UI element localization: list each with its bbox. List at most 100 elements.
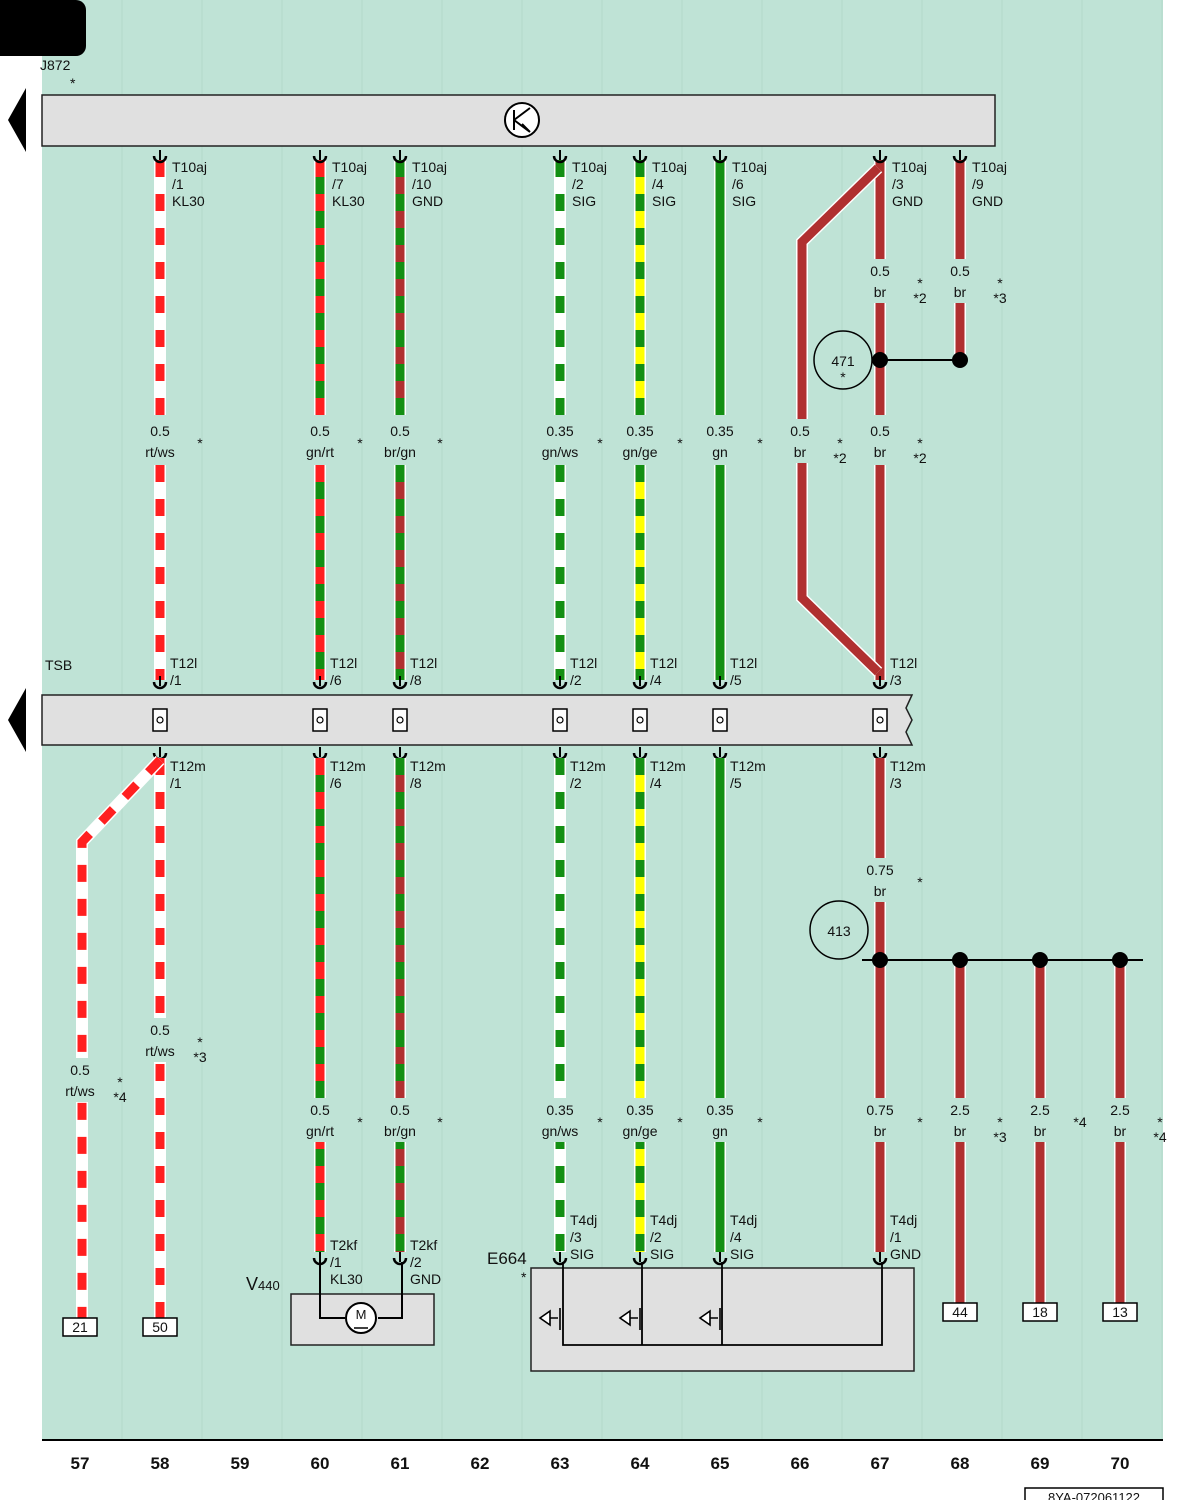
wire-color-label: br xyxy=(874,1123,887,1139)
wire-label-bg xyxy=(940,259,980,303)
wire-color-label: br xyxy=(874,883,887,899)
wire-label-bg xyxy=(936,1098,984,1142)
tsb-pin-label-bottom: T12m/8 xyxy=(410,758,446,791)
wire-label-bg xyxy=(136,1018,184,1062)
wire-color-label: gn/rt xyxy=(306,444,334,460)
wire-size-label: 0.35 xyxy=(546,1102,573,1118)
wire-note: **3 xyxy=(193,1034,206,1065)
ground-point-471-circle xyxy=(813,330,873,390)
connector-pin-top xyxy=(632,155,648,164)
connector-pin-tsb-top xyxy=(312,681,328,690)
wire-note: **3 xyxy=(993,1114,1006,1145)
tsb-fuse-dot xyxy=(316,716,324,724)
tsb-pin-label-bottom: T12m/1 xyxy=(170,758,206,791)
wire-color-label: rt/ws xyxy=(145,444,175,460)
wire-label-bg xyxy=(696,419,744,463)
tsb-pin-label-bottom: T12m/6 xyxy=(330,758,366,791)
wire-note: * xyxy=(757,435,763,451)
diagram-id-box xyxy=(1024,1487,1164,1500)
wire-color-label: br xyxy=(794,444,807,460)
tsb-pin-label-top: T12l/3 xyxy=(890,655,917,688)
terminal-label: 50 xyxy=(152,1319,168,1335)
switch-icon xyxy=(618,1308,641,1330)
column-number: 62 xyxy=(471,1454,490,1473)
wire-size-label: 0.75 xyxy=(866,862,893,878)
wire-label-bg xyxy=(296,419,344,463)
connector-pin-tsb-top xyxy=(632,681,648,690)
column-number: 64 xyxy=(631,1454,650,1473)
wire-label-bg xyxy=(776,419,824,463)
connector-pin-tsb-top xyxy=(712,681,728,690)
wire-size-label: 0.5 xyxy=(870,263,890,279)
wire-label-bg xyxy=(616,1098,664,1142)
wire-size-label: 0.75 xyxy=(866,1102,893,1118)
wire-note: * xyxy=(597,1114,603,1130)
diagram-id: 8YA-072061122 xyxy=(1048,1490,1140,1500)
wire-size-label: 0.35 xyxy=(706,423,733,439)
column-number: 68 xyxy=(951,1454,970,1473)
ground-point-471: 471 xyxy=(831,353,855,369)
v440-wiring xyxy=(319,1262,403,1319)
splice-node xyxy=(1112,952,1128,968)
wire-size-label: 0.35 xyxy=(546,423,573,439)
wire-size-label: 0.35 xyxy=(626,423,653,439)
terminal-box xyxy=(1022,1302,1058,1322)
connector-pin-tsb-top xyxy=(152,681,168,690)
tsb-fuse-dot xyxy=(716,716,724,724)
tsb-fuse-dot xyxy=(396,716,404,724)
wire-label-bg xyxy=(856,1098,904,1142)
wire-size-label: 0.5 xyxy=(790,423,810,439)
e664-label: E664 xyxy=(487,1249,527,1268)
wire-note: * xyxy=(677,435,683,451)
wire-label-bg xyxy=(136,419,184,463)
switch-icon xyxy=(538,1308,561,1330)
wire-note: *4 xyxy=(1073,1114,1086,1130)
wire-note: **4 xyxy=(1153,1114,1166,1145)
tsb-pin-label-top: T12l/5 xyxy=(730,655,757,688)
tsb-pin-label-bottom: T12m/4 xyxy=(650,758,686,791)
connector-pin-top xyxy=(152,155,168,164)
tsb-fuse-icon xyxy=(632,708,648,732)
wire-label-bg xyxy=(536,419,584,463)
wire-note: * xyxy=(437,1114,443,1130)
wire-size-label: 0.5 xyxy=(150,1022,170,1038)
tsb-fuse-icon xyxy=(712,708,728,732)
wire-label-bg xyxy=(616,419,664,463)
wire-size-label: 2.5 xyxy=(1030,1102,1050,1118)
tsb-fuse-dot xyxy=(876,716,884,724)
terminal-label: 44 xyxy=(952,1304,968,1320)
tsb-arrow-icon xyxy=(8,688,26,752)
wire-color-label: br/gn xyxy=(384,1123,416,1139)
wire-color-label: br xyxy=(874,444,887,460)
motor-icon xyxy=(345,1302,377,1334)
ground-point-471-note: * xyxy=(840,369,846,385)
splice-node xyxy=(952,952,968,968)
j872-label: J872 xyxy=(40,57,71,73)
wire-color-label: br/gn xyxy=(384,444,416,460)
wire-label-bg xyxy=(1016,1098,1064,1142)
column-number: 59 xyxy=(231,1454,250,1473)
wire-size-label: 0.5 xyxy=(150,423,170,439)
column-number: 69 xyxy=(1031,1454,1050,1473)
tsb-pin-label-top: T12l/6 xyxy=(330,655,357,688)
wire-size-label: 2.5 xyxy=(1110,1102,1130,1118)
wire-color-label: br xyxy=(954,1123,967,1139)
splice-node xyxy=(872,352,888,368)
column-number: 57 xyxy=(71,1454,90,1473)
wire-note: * xyxy=(917,874,923,890)
column-number: 61 xyxy=(391,1454,410,1473)
wire-color-label: br xyxy=(874,284,887,300)
wire-color-label: br xyxy=(1034,1123,1047,1139)
tsb-fuse-dot xyxy=(636,716,644,724)
tsb-pin-label-bottom: T12m/5 xyxy=(730,758,766,791)
switch-icon xyxy=(698,1308,721,1330)
wire-size-label: 0.35 xyxy=(626,1102,653,1118)
wire-color-label: gn/ws xyxy=(542,444,579,460)
